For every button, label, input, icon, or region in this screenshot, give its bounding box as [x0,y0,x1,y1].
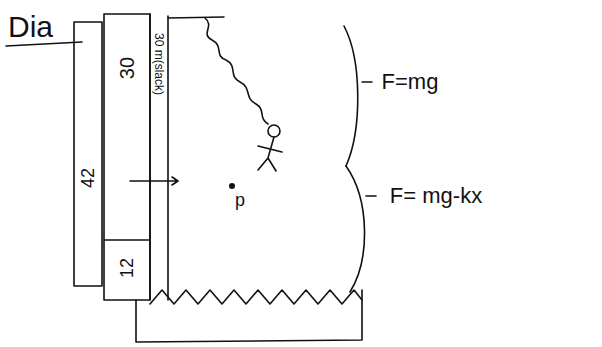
diagram-title: Dia [8,12,53,42]
dimension-number: 30 [117,57,137,79]
point-dot [230,184,234,188]
platform [168,17,224,18]
water-surface [150,290,362,304]
force-equation: F=mg [382,71,439,93]
dimension-bar [74,22,102,286]
point-label: p [235,191,245,209]
jumper-body [258,137,282,171]
dimension-bar [104,14,150,300]
bungee-cord [205,18,268,124]
bracket [346,166,365,292]
dimension-label: 30 m(slack) [153,33,165,95]
leader-line [362,82,376,196]
title-underline [6,42,82,46]
jumper-head [268,125,280,137]
dimension-number: 12 [118,258,136,278]
dimension-divider [104,239,150,241]
water-tank [136,290,362,342]
level-arrow [130,177,178,185]
cliff-edge [150,14,168,300]
bracket [344,26,358,166]
dimension-number: 42 [79,168,97,188]
force-equation: F= mg-kx [390,185,482,207]
